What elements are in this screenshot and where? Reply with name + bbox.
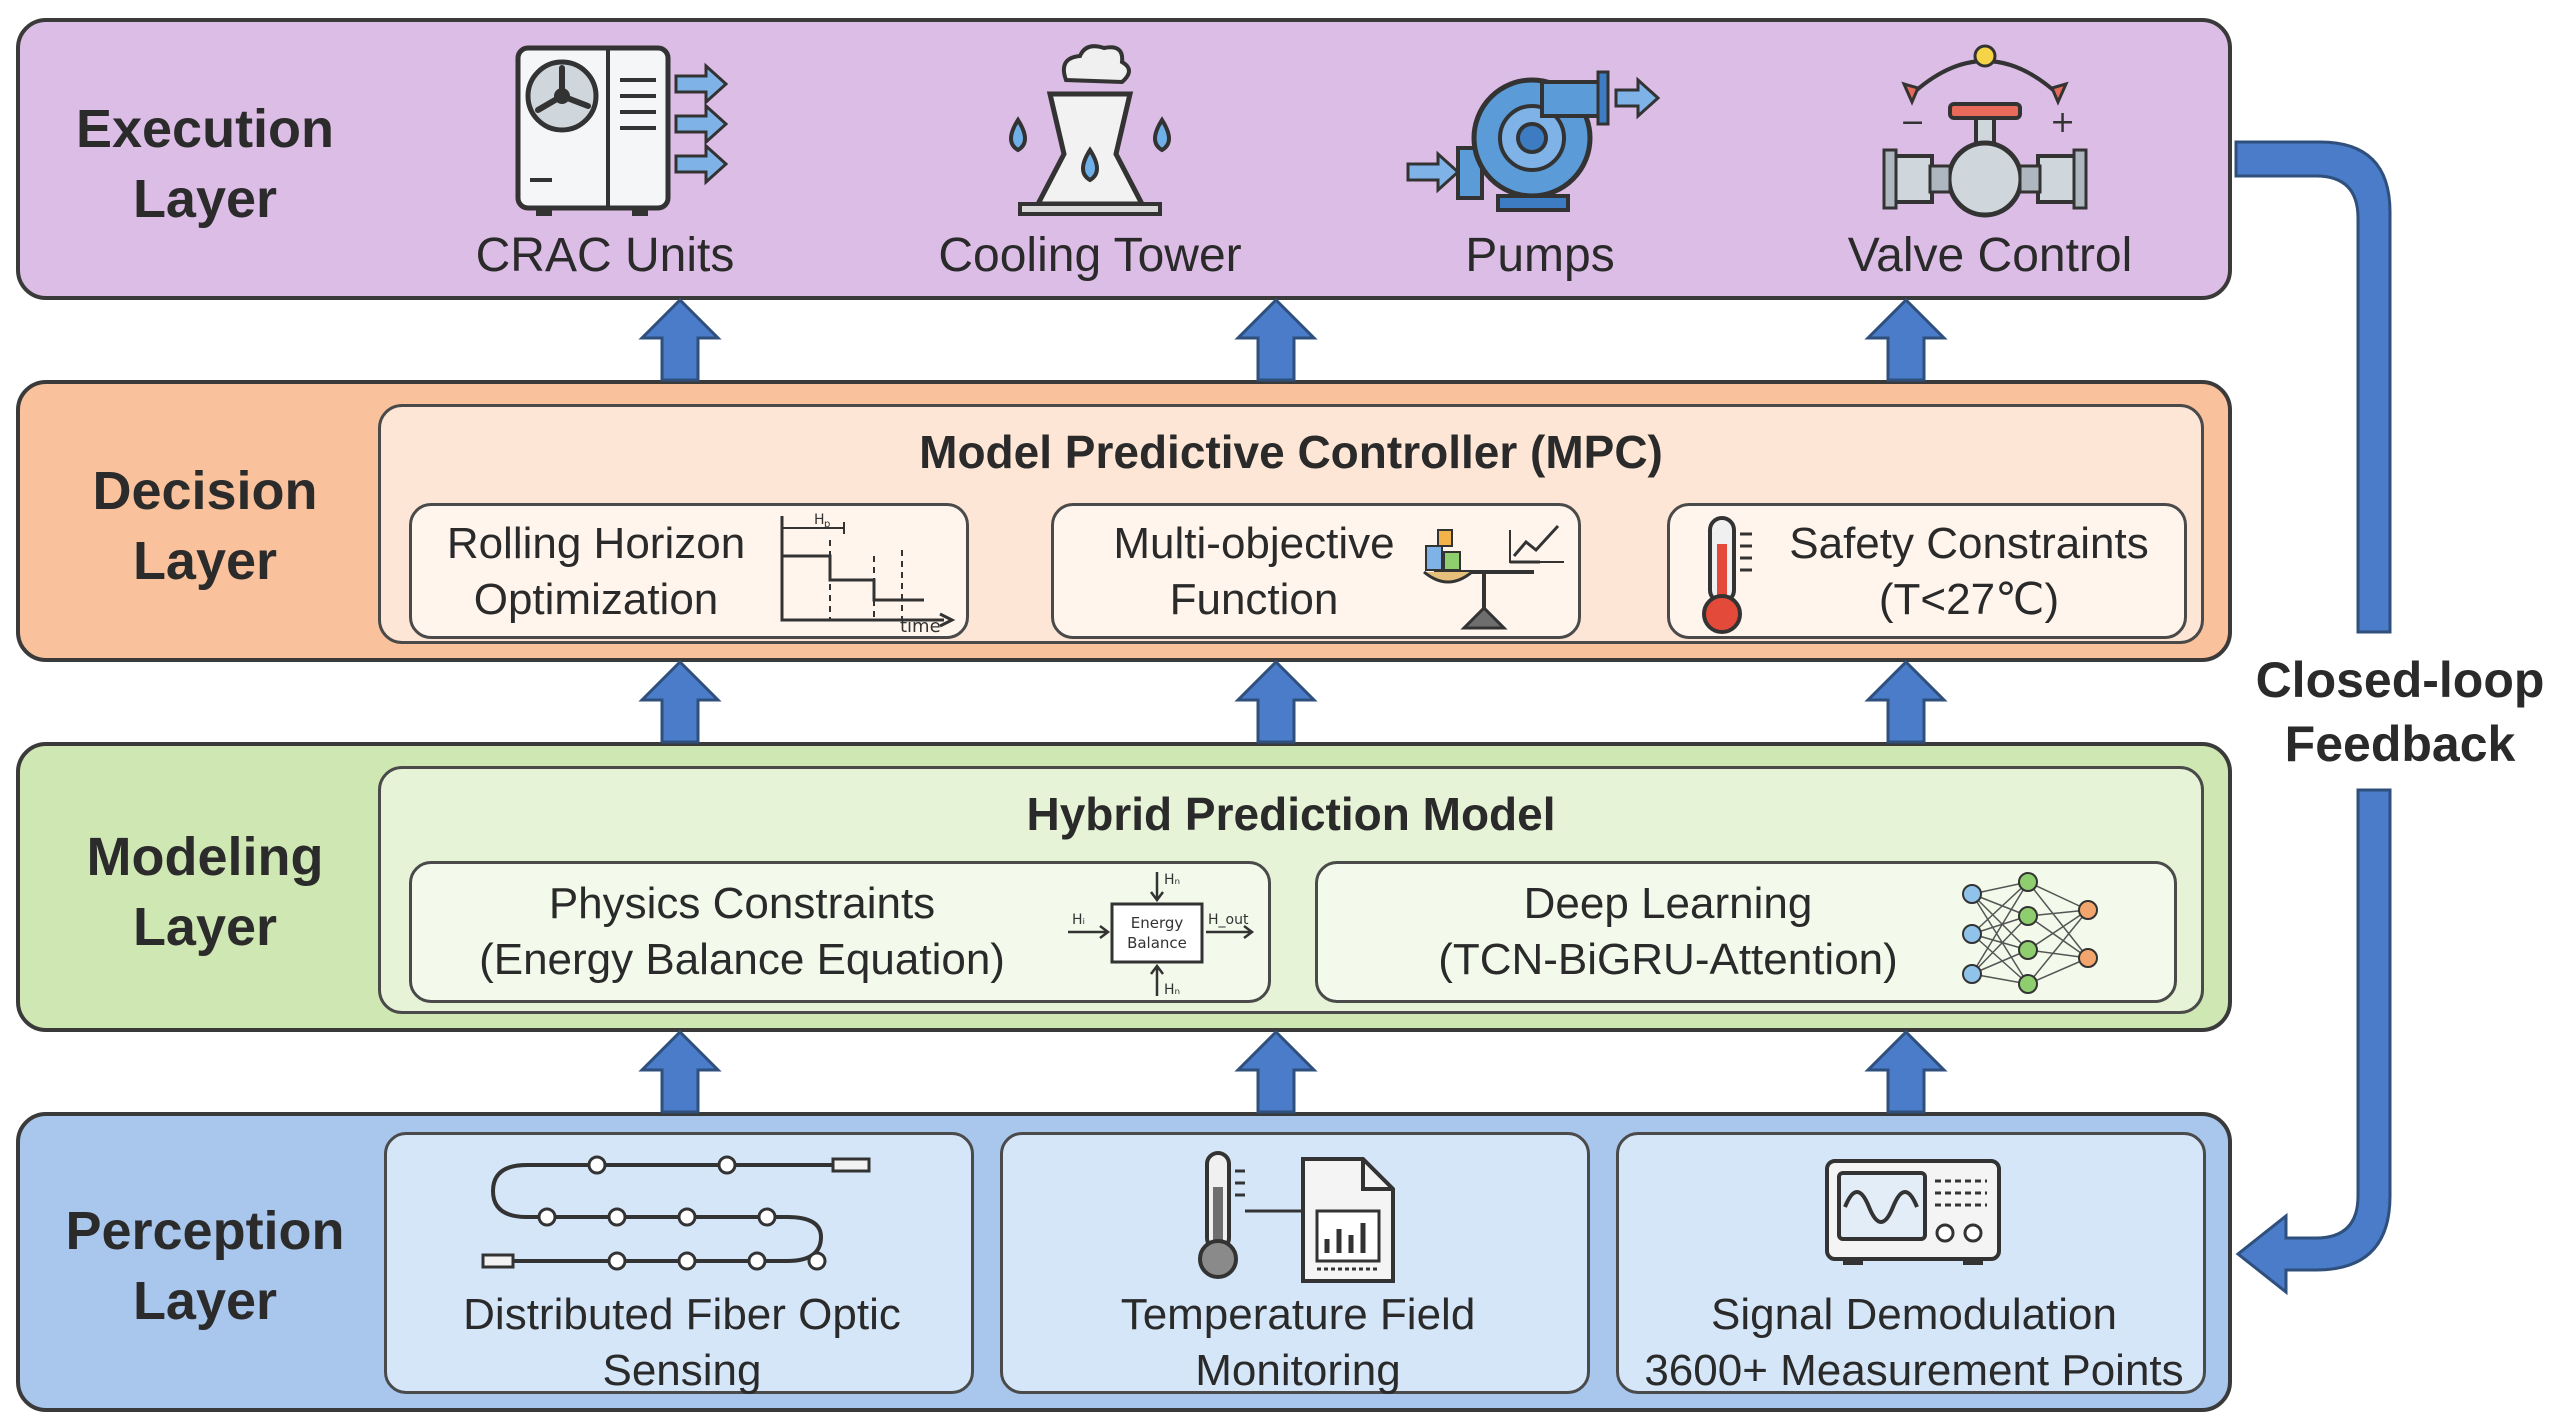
deep-learning-line1: Deep Learning: [1523, 879, 1813, 928]
deep-learning-line2: (TCN-BiGRU-Attention): [1438, 935, 1898, 984]
signal-demodulation-line1: Signal Demodulation: [1710, 1290, 2118, 1339]
execution-layer-title: Execution Layer: [75, 99, 335, 229]
rolling-horizon-card: Rolling Horizon Optimization H p time: [409, 503, 969, 639]
energy-balance-icon: Energy Balance Hᵢ H_out Hₙ Hₙ: [1068, 872, 1255, 998]
fiber-optic-line1: Distributed Fiber Optic: [463, 1290, 901, 1339]
deep-learning-card: Deep Learning (TCN-BiGRU-Attention): [1315, 861, 2177, 1003]
fiber-optic-icon: [481, 1155, 871, 1271]
multi-objective-card: Multi-objective Function: [1051, 503, 1581, 639]
multi-objective-line2: Function: [1169, 575, 1339, 624]
temperature-field-card: Temperature Field Monitoring: [1000, 1132, 1590, 1395]
safety-constraints-card: Safety Constraints (T<27℃): [1667, 503, 2187, 639]
pumps-label: Pumps: [1465, 229, 1615, 282]
cooling-tower-label: Cooling Tower: [938, 229, 1242, 282]
valve-control-label: Valve Control: [1847, 229, 2133, 282]
arrow-modeling-to-decision-2: [1236, 660, 1316, 744]
decision-layer: Decision Layer Model Predictive Controll…: [16, 380, 2232, 662]
physics-constraints-card: Physics Constraints (Energy Balance Equa…: [409, 861, 1271, 1003]
signal-demodulation-card: Signal Demodulation 3600+ Measurement Po…: [1616, 1132, 2206, 1395]
physics-constraints-line2: (Energy Balance Equation): [479, 935, 1005, 984]
arrow-perception-to-modeling-1: [640, 1030, 720, 1114]
energy-box-line2: Balance: [1127, 934, 1187, 952]
decision-layer-title: Decision Layer: [92, 461, 318, 591]
neural-network-icon: [1962, 872, 2098, 994]
fiber-optic-line2: Sensing: [602, 1346, 762, 1395]
temperature-document-icon: [1198, 1151, 1395, 1283]
perception-layer-title: Perception Layer: [65, 1201, 345, 1331]
crac-units-label: CRAC Units: [475, 229, 735, 282]
energy-in-bottom-label: Hₙ: [1164, 982, 1180, 998]
horizon-chart-icon: H p time: [780, 512, 956, 634]
feedback-path-upper: [2234, 140, 2392, 634]
hybrid-model-title: Hybrid Prediction Model: [1026, 788, 1556, 840]
pump-icon: [1406, 70, 1661, 212]
thermometer-icon: [1702, 516, 1752, 634]
crac-unit-icon: [515, 45, 729, 216]
energy-out-right-label: H_out: [1208, 912, 1249, 928]
arrow-decision-to-execution-2: [1236, 298, 1316, 382]
cooling-tower-icon: [1009, 44, 1171, 216]
arrow-decision-to-execution-3: [1866, 298, 1946, 382]
mpc-panel: Model Predictive Controller (MPC) Rollin…: [378, 404, 2204, 644]
horizon-sub-label: p: [824, 519, 830, 530]
arrow-modeling-to-decision-1: [640, 660, 720, 744]
svg-text:−: −: [1900, 105, 1925, 140]
energy-box-line1: Energy: [1131, 914, 1184, 932]
energy-in-top-label: Hₙ: [1164, 872, 1180, 888]
safety-constraints-line1: Safety Constraints: [1789, 519, 2149, 568]
horizon-label: H: [814, 512, 825, 528]
hybrid-model-panel: Hybrid Prediction Model Physics Constrai…: [378, 766, 2204, 1014]
arrow-decision-to-execution-1: [640, 298, 720, 382]
perception-layer: Perception Layer Distributed Fiber Optic…: [16, 1112, 2232, 1412]
feedback-path-lower: [2235, 788, 2392, 1296]
arrow-perception-to-modeling-3: [1866, 1030, 1946, 1114]
arrow-perception-to-modeling-2: [1236, 1030, 1316, 1114]
fiber-optic-card: Distributed Fiber Optic Sensing: [384, 1132, 974, 1395]
time-axis-label: time: [900, 616, 941, 634]
temperature-field-line1: Temperature Field: [1120, 1290, 1476, 1339]
modeling-layer: Modeling Layer Hybrid Prediction Model P…: [16, 742, 2232, 1032]
closed-loop-feedback-label: Closed-loop Feedback: [2255, 652, 2545, 772]
balance-scale-icon: [1423, 524, 1564, 630]
svg-text:+: +: [2050, 105, 2075, 140]
multi-objective-line1: Multi-objective: [1113, 519, 1395, 568]
valve-icon: − +: [1882, 44, 2088, 218]
temperature-field-line2: Monitoring: [1195, 1346, 1401, 1395]
physics-constraints-line1: Physics Constraints: [548, 879, 936, 928]
safety-constraints-line2: (T<27℃): [1878, 575, 2060, 624]
modeling-layer-title: Modeling Layer: [86, 827, 324, 957]
rolling-horizon-line1: Rolling Horizon: [446, 519, 746, 568]
oscilloscope-icon: [1825, 1159, 2001, 1265]
rolling-horizon-line2: Optimization: [473, 575, 719, 624]
signal-demodulation-line2: 3600+ Measurement Points: [1644, 1346, 2184, 1395]
arrow-modeling-to-decision-3: [1866, 660, 1946, 744]
energy-in-left-label: Hᵢ: [1072, 912, 1085, 928]
mpc-title: Model Predictive Controller (MPC): [919, 426, 1663, 478]
